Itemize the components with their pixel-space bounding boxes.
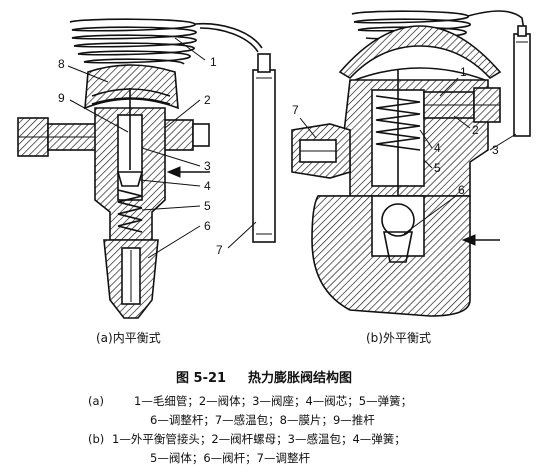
callout-b-3: 3 xyxy=(492,143,499,157)
callout-a-8: 8 xyxy=(58,57,65,71)
callout-a-9: 9 xyxy=(58,91,65,105)
diagram-b-label: (b)外平衡式 xyxy=(366,331,431,345)
diagram-a: 1 2 3 4 5 6 7 8 9 (a)内平衡式 xyxy=(17,18,276,345)
callout-a-4: 4 xyxy=(204,179,211,193)
callout-a-7: 7 xyxy=(216,243,223,257)
callout-b-4: 4 xyxy=(434,141,441,155)
callout-a-1: 1 xyxy=(210,55,217,69)
flow-arrow-a xyxy=(166,166,210,178)
capillary-coil-a xyxy=(69,18,263,65)
legend-a-line1: 1—毛细管；2—阀体；3—阀座；4—阀芯；5—弹簧； xyxy=(134,394,412,408)
callout-b-2: 2 xyxy=(472,123,479,137)
caption: 图 5-21 热力膨胀阀结构图 xyxy=(176,370,352,386)
equalizer-fitting-b xyxy=(423,87,501,123)
leader-lines-b xyxy=(299,77,517,235)
callout-b-5: 5 xyxy=(434,161,441,175)
leader-lines-a xyxy=(67,37,257,259)
legend-b-line2: 5—阀体；6—阀杆；7—调整杆 xyxy=(150,451,310,465)
legend-a-tag: (a) xyxy=(88,394,104,408)
legend-a-line2: 6—调整杆；7—感温包；8—膜片；9—推杆 xyxy=(150,413,375,427)
legend-b-line1: 1—外平衡管接头；2—阀杆螺母；3—感温包；4—弹簧； xyxy=(112,432,406,446)
sensing-bulb-a xyxy=(252,53,276,243)
callout-a-5: 5 xyxy=(204,199,211,213)
flow-arrow-b xyxy=(461,234,500,246)
callout-a-3: 3 xyxy=(204,159,211,173)
figure-number: 图 5-21 xyxy=(176,371,226,386)
sensing-bulb-b xyxy=(513,25,531,137)
callout-a-2: 2 xyxy=(204,93,211,107)
callout-a-6: 6 xyxy=(204,219,211,233)
legend-b-tag: (b) xyxy=(88,432,104,446)
spring-a xyxy=(117,189,143,233)
figure-title: 热力膨胀阀结构图 xyxy=(248,370,352,386)
diagram-b: 1 2 3 4 5 6 7 (b)外平衡式 xyxy=(291,10,531,345)
diaphragm-head-b xyxy=(338,25,502,80)
diaphragm-head-a xyxy=(84,64,179,110)
adjusting-fitting-b xyxy=(291,123,351,179)
legend: (a) 1—毛细管；2—阀体；3—阀座；4—阀芯；5—弹簧； 6—调整杆；7—感… xyxy=(88,394,412,465)
callout-b-7: 7 xyxy=(292,103,299,117)
callout-b-1: 1 xyxy=(460,65,467,79)
callout-b-6: 6 xyxy=(458,183,465,197)
inlet-fitting-a xyxy=(17,117,99,157)
diagram-a-label: (a)内平衡式 xyxy=(96,331,161,345)
